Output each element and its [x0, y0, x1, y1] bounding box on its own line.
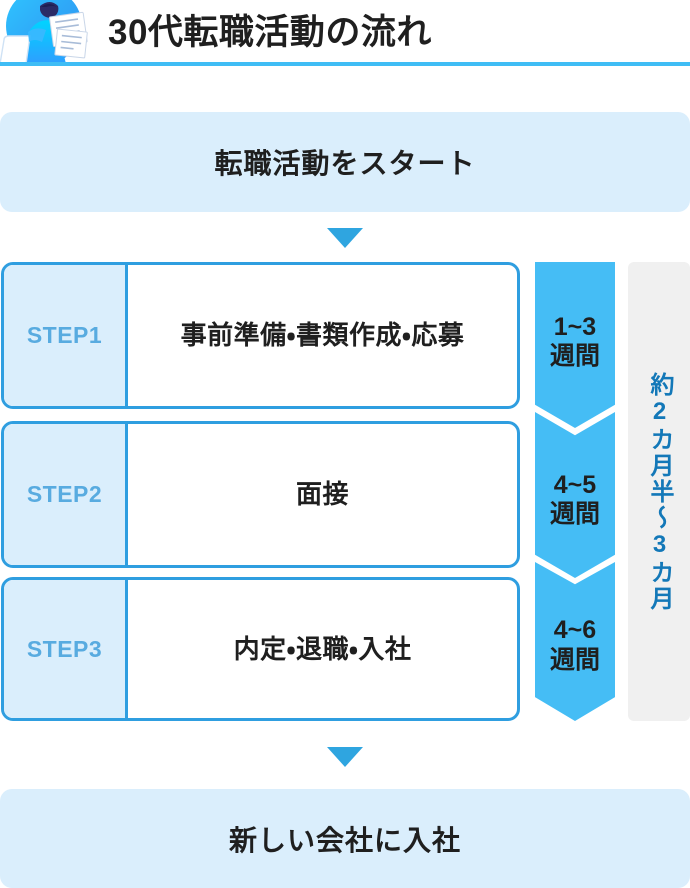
- arrow-down-icon-bottom: [327, 747, 363, 767]
- duration-unit: 週間: [549, 500, 600, 528]
- step-body-cell: 面接: [128, 424, 517, 565]
- step-body-cell: 内定・退職・入社: [128, 580, 517, 718]
- step-label-text: STEP1: [26, 322, 103, 348]
- duration-text: 4~5 週間: [550, 455, 600, 536]
- start-banner-label: 転職活動をスタート: [214, 148, 476, 179]
- header-divider: [0, 62, 690, 66]
- total-duration-text: 約2カ月半〜3カ月: [646, 371, 673, 612]
- step-title-text: 面接: [295, 479, 349, 510]
- start-banner: 転職活動をスタート: [0, 112, 690, 212]
- total-duration-column: 約2カ月半〜3カ月: [628, 262, 690, 721]
- duration-text: 1~3 週間: [550, 313, 600, 378]
- arrow-down-icon-top: [327, 228, 363, 248]
- step-label-text: STEP3: [26, 635, 103, 662]
- duration-unit: 週間: [549, 645, 600, 674]
- step-row: STEP1 事前準備・書類作成・応募: [1, 262, 520, 409]
- step-label-cell: STEP1: [4, 265, 128, 406]
- step-title-text: 内定・退職・入社: [233, 633, 412, 664]
- duration-number: 4~5: [553, 470, 597, 499]
- step-body-cell: 事前準備・書類作成・応募: [128, 265, 517, 406]
- duration-unit: 週間: [549, 342, 600, 370]
- duration-chevron: 1~3 週間: [535, 262, 615, 428]
- duration-chevron: 4~6 週間: [535, 562, 615, 721]
- header-illustration-icon: [0, 0, 105, 64]
- end-banner-label: 新しい会社に入社: [228, 824, 461, 856]
- duration-number: 4~6: [553, 616, 597, 644]
- step-label-text: STEP2: [26, 481, 103, 507]
- header: 30代転職活動の流れ: [0, 0, 690, 66]
- step-label-cell: STEP2: [4, 424, 128, 565]
- step-row: STEP2 面接: [1, 421, 520, 568]
- duration-chevron: 4~5 週間: [535, 412, 615, 578]
- step-title-text: 事前準備・書類作成・応募: [180, 320, 465, 351]
- step-label-cell: STEP3: [4, 580, 128, 718]
- end-banner: 新しい会社に入社: [0, 789, 690, 888]
- duration-text: 4~6 週間: [550, 602, 600, 681]
- step-row: STEP3 内定・退職・入社: [1, 577, 520, 721]
- page-title: 30代転職活動の流れ: [108, 13, 432, 52]
- duration-number: 1~3: [553, 312, 597, 341]
- duration-column: 1~3 週間 4~5 週間 4~6 週間: [535, 262, 615, 721]
